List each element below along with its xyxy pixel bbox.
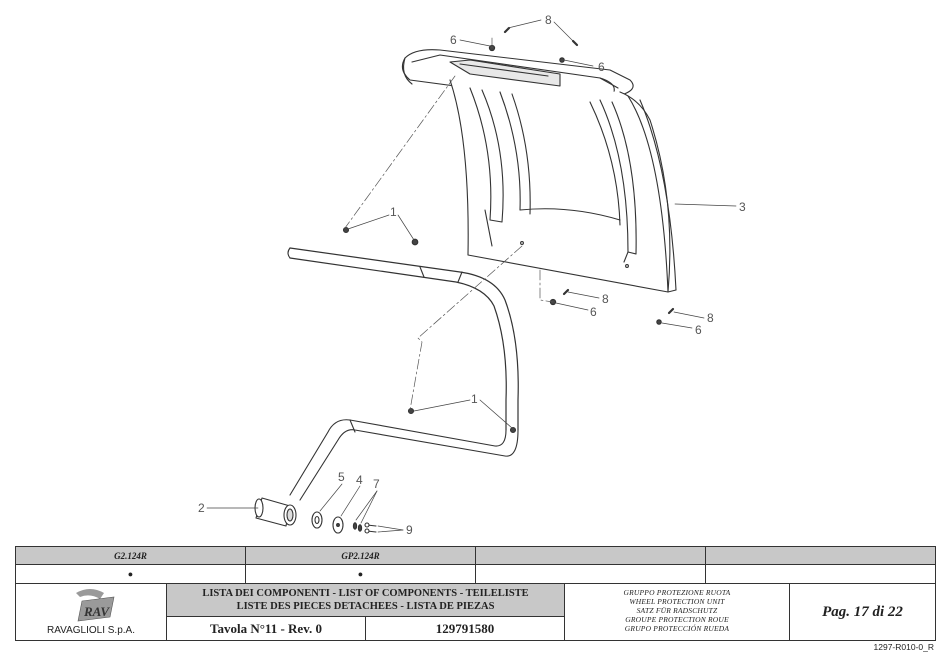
washer-part-4 (332, 516, 344, 534)
group-line-fr: GROUPE PROTECTION ROUE (625, 615, 729, 624)
callout-8-top: 8 (545, 13, 552, 27)
tavola-rev: Tavola N°11 - Rev. 0 (166, 616, 366, 641)
model-mark-3 (475, 564, 706, 584)
callout-1-lower: 1 (471, 392, 478, 406)
model-mark-2: ● (245, 564, 476, 584)
callout-6-topleft: 6 (450, 33, 457, 47)
callout-6-mid: 6 (590, 305, 597, 319)
callout-1-upper: 1 (390, 205, 397, 219)
callout-7: 7 (373, 477, 380, 491)
callout-8-mid: 8 (602, 292, 609, 306)
exploded-view-drawing: 8 6 6 3 1 8 6 8 6 1 2 5 4 7 9 (198, 13, 746, 537)
callout-8-right: 8 (707, 311, 714, 325)
group-line-en: WHEEL PROTECTION UNIT (629, 597, 725, 606)
logo-text: RAV (83, 604, 110, 619)
callout-5: 5 (338, 470, 345, 484)
group-line-es: GRUPO PROTECCIÓN RUEDA (624, 624, 730, 633)
company-name: RAVAGLIOLI S.p.A. (47, 625, 135, 636)
page-number: Pag. 17 di 22 (789, 583, 936, 641)
screws-part-7-9 (352, 522, 377, 534)
model-header-1: G2.124R (15, 546, 246, 565)
callout-2: 2 (198, 501, 205, 515)
group-line-it: GRUPPO PROTEZIONE RUOTA (623, 588, 731, 597)
group-description: GRUPPO PROTEZIONE RUOTA WHEEL PROTECTION… (564, 583, 790, 641)
callout-4: 4 (356, 473, 363, 487)
components-title-line2: LISTE DES PIECES DETACHEES - LISTA DE PI… (236, 601, 495, 612)
document-reference: 1297-R010-0_R (873, 642, 934, 652)
model-mark-4 (705, 564, 936, 584)
wheel-guard-part-3 (401, 49, 677, 293)
callout-9: 9 (406, 523, 413, 537)
fixings-mid (549, 288, 675, 325)
leader-lines (206, 19, 737, 533)
callout-6-topright: 6 (598, 60, 605, 74)
callout-6-right: 6 (695, 323, 702, 337)
tube-frame (254, 247, 519, 527)
washer-part-5 (311, 511, 323, 529)
part-code: 129791580 (365, 616, 565, 641)
components-title: LISTA DEI COMPONENTI - LIST OF COMPONENT… (166, 583, 565, 617)
callout-3: 3 (739, 200, 746, 214)
company-cell: RAV RAVAGLIOLI S.p.A. (15, 583, 167, 641)
group-line-de: SATZ FÜR RADSCHUTZ (636, 606, 718, 615)
ravaglioli-logo-icon: RAV (76, 589, 115, 622)
center-lines (344, 37, 554, 411)
bolt-part-1-upper (342, 226, 419, 246)
components-title-line1: LISTA DEI COMPONENTI - LIST OF COMPONENT… (202, 588, 529, 599)
model-header-2: GP2.124R (245, 546, 476, 565)
model-header-3 (475, 546, 706, 565)
model-header-4 (705, 546, 936, 565)
model-mark-1: ● (15, 564, 246, 584)
